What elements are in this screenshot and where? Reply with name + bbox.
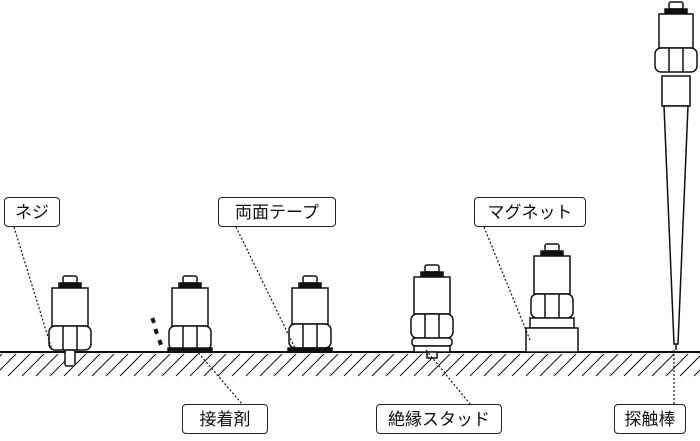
sensor-probe xyxy=(654,1,698,350)
hatch-line xyxy=(217,353,241,377)
hatch-line xyxy=(679,355,700,377)
hatch-line xyxy=(595,353,619,377)
sensor-adhesive-mount xyxy=(150,275,213,353)
hatch-line xyxy=(231,353,255,377)
hatch-line xyxy=(245,353,269,377)
sensor-insulated-stud-mount xyxy=(410,264,454,359)
sensor-tape-mount xyxy=(287,275,333,353)
hatch-line xyxy=(497,353,521,377)
hatch-line xyxy=(469,353,493,377)
hatch-line xyxy=(105,353,129,377)
hatch-line xyxy=(553,353,577,377)
hatch-line xyxy=(7,353,31,377)
hatch-line xyxy=(21,353,45,377)
label-magnet: マグネット xyxy=(474,197,586,227)
label-screw: ネジ xyxy=(4,197,60,227)
hatch-line xyxy=(287,353,311,377)
mounting-surface xyxy=(0,351,700,377)
hatch-line xyxy=(189,353,213,377)
hatch-line xyxy=(385,353,409,377)
hatch-line xyxy=(651,353,675,377)
hatch-line xyxy=(525,353,549,377)
hatch-line xyxy=(0,353,17,371)
hatch-line xyxy=(567,353,591,377)
hatch-line xyxy=(427,353,451,377)
hatch-line xyxy=(343,353,367,377)
hatch-line xyxy=(357,353,381,377)
hatch-line xyxy=(161,353,185,377)
hatch-line xyxy=(511,353,535,377)
hatch-line xyxy=(133,353,157,377)
hatch-line xyxy=(637,353,661,377)
hatch-line xyxy=(147,353,171,377)
hatch-line xyxy=(399,353,423,377)
leader-lines xyxy=(13,226,675,405)
adhesive-drops xyxy=(150,317,163,346)
hatch-line xyxy=(623,353,647,377)
hatch-line xyxy=(329,353,353,377)
label-insulated-stud: 絶縁スタッド xyxy=(376,404,502,434)
hatch-line xyxy=(315,353,339,377)
hatch-line xyxy=(609,353,633,377)
label-adhesive: 接着剤 xyxy=(182,404,268,434)
hatch-line xyxy=(273,353,297,377)
hatch-line xyxy=(35,353,59,377)
hatch-line xyxy=(441,353,465,377)
hatch-line xyxy=(483,353,507,377)
sensor-magnet-mount xyxy=(525,243,579,353)
hatch-line xyxy=(175,353,199,377)
hatch-line xyxy=(119,353,143,377)
label-double-sided-tape: 両面テープ xyxy=(218,197,336,227)
hatch-line xyxy=(693,369,700,377)
hatch-line xyxy=(91,353,115,377)
hatch-line xyxy=(259,353,283,377)
hatch-line xyxy=(301,353,325,377)
hatch-line xyxy=(539,353,563,377)
hatch-line xyxy=(203,353,227,377)
label-probe: 探触棒 xyxy=(614,404,686,434)
sensor-screw-mount xyxy=(48,275,92,367)
hatch-line xyxy=(0,353,3,357)
hatch-line xyxy=(455,353,479,377)
hatch-line xyxy=(77,353,101,377)
hatch-line xyxy=(665,353,689,377)
hatch-line xyxy=(371,353,395,377)
hatch-line xyxy=(581,353,605,377)
